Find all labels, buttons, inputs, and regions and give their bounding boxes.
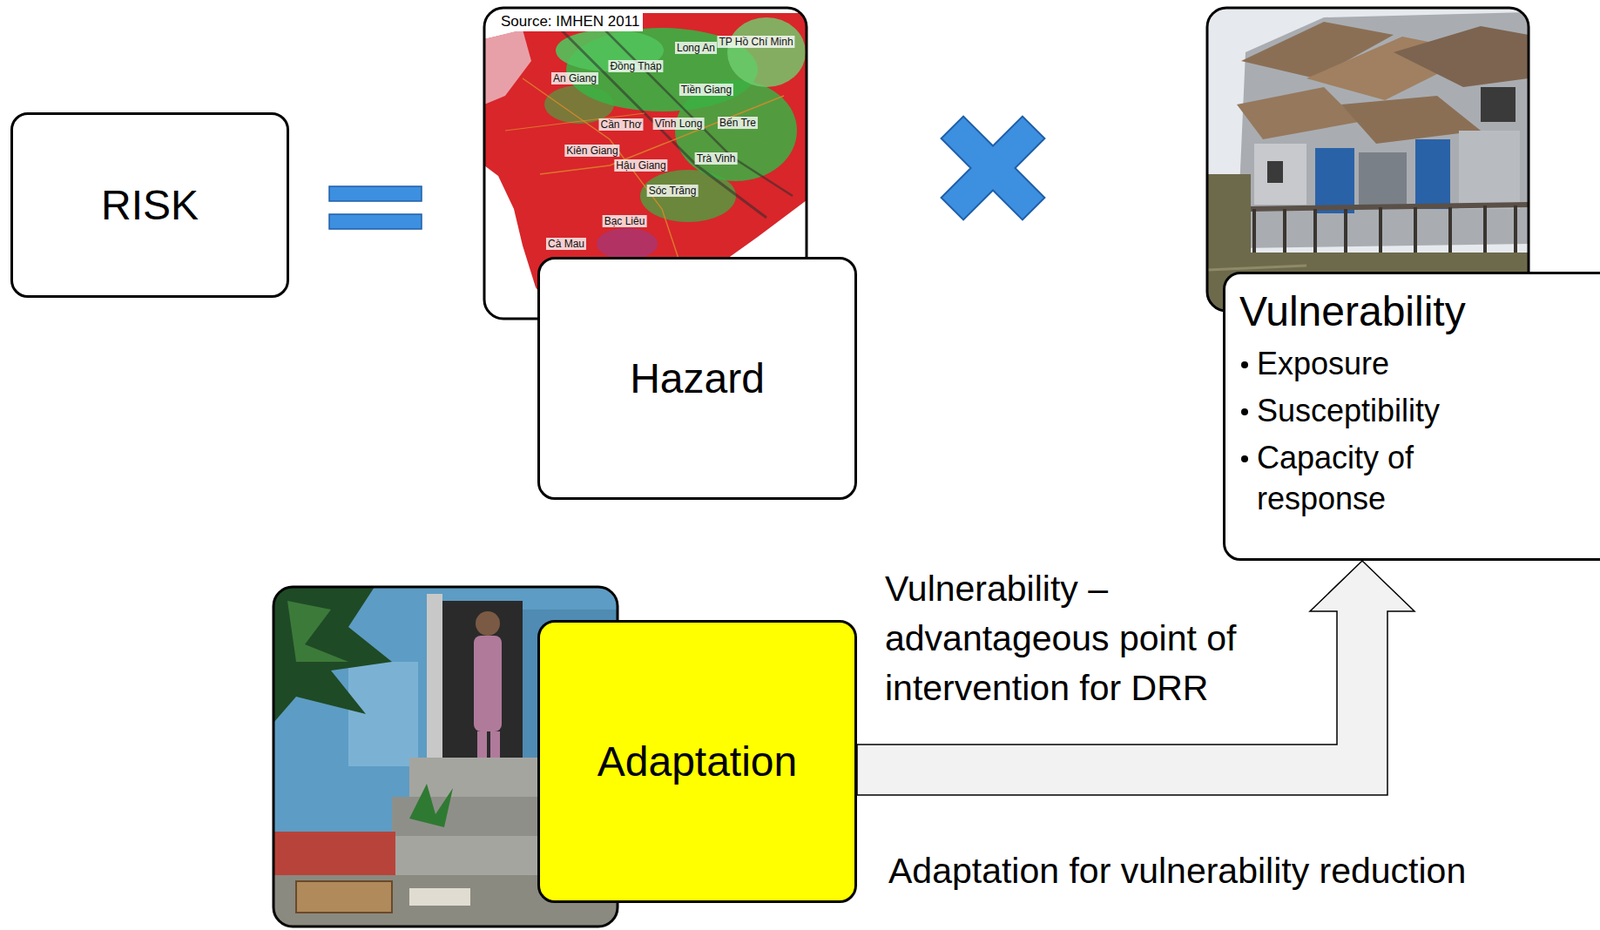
slum-photo-part-part — [1236, 87, 1359, 140]
box-label: Adaptation — [597, 736, 798, 788]
slum-photo-part-part — [1267, 161, 1283, 183]
slum-photo-part-part — [1236, 12, 1529, 249]
slum-photo-part-part — [1315, 148, 1355, 214]
map-place-name: An Giang — [551, 72, 599, 85]
slum-photo-part-part — [1207, 174, 1251, 262]
hazard-map-part-part — [555, 29, 664, 72]
slum-photo-part — [1207, 7, 1529, 311]
adaptation-photo-part-part — [442, 600, 523, 758]
hazard-map-part-part — [640, 169, 736, 223]
slum-photo-part-part — [1458, 130, 1520, 210]
annotation-text: Adaptation for vulnerability reduction — [888, 846, 1466, 897]
adaptation-photo-part-part — [473, 635, 502, 732]
map-place-name: Bạc Liêu — [602, 215, 648, 228]
slum-photo-part-part — [1306, 36, 1481, 101]
bullet-text: Capacity of response — [1256, 437, 1536, 520]
slum-photo-part-part — [1245, 204, 1529, 210]
slum-photo-part-part — [1254, 143, 1307, 205]
box-label: Hazard — [629, 353, 765, 405]
map-place-name: Bến Tre — [717, 116, 758, 129]
equals-sign-part — [329, 214, 422, 230]
adaptation-photo-part-part — [409, 783, 453, 828]
adaptation-photo-part-part — [287, 600, 349, 662]
hazard-box: Hazard — [537, 256, 858, 500]
map-place-name: Sóc Trăng — [647, 184, 699, 197]
adaptation-photo-part-part — [490, 731, 500, 758]
slum-photo-part-part — [1341, 95, 1481, 144]
box-text-group: Adaptation — [597, 736, 798, 788]
slum-photo — [1207, 7, 1529, 311]
map-place-name: Đồng Tháp — [607, 60, 663, 73]
slum-photo-part — [1207, 7, 1529, 311]
multiply-sign-part — [911, 87, 1075, 250]
slum-photo-part-part — [1358, 152, 1407, 205]
adaptation-photo-part-part — [273, 831, 396, 876]
slum-photo-part-part — [1415, 139, 1451, 210]
adaptation-photo-part-part — [296, 881, 392, 913]
hazard-map-part-part — [484, 29, 532, 105]
hazard-map-part-part — [505, 113, 645, 131]
map-place-name: Cà Mau — [546, 237, 587, 250]
map-place-name: Long An — [675, 41, 717, 55]
adaptation-photo-part-part — [477, 731, 487, 758]
map-place-name: Trà Vinh — [695, 152, 738, 165]
slum-photo-part-part-part — [1252, 209, 1256, 279]
adaptation-photo-part-part — [409, 888, 471, 906]
vulnerability-box: VulnerabilityExposureSusceptibilityCapac… — [1222, 271, 1600, 561]
adaptation-photo-part-part — [426, 594, 443, 760]
map-place-name: Hậu Giang — [614, 159, 668, 172]
hazard-map-part-part — [596, 228, 658, 260]
multiply-sign — [911, 87, 1075, 250]
bullet-text: Susceptibility — [1256, 390, 1440, 432]
block-arrow — [857, 560, 1415, 796]
annotation-text: Vulnerability – advantageous point of in… — [884, 564, 1299, 714]
map-place-name: Tiền Giang — [679, 83, 734, 96]
adaptation-box: Adaptation — [537, 620, 858, 904]
equals-sign-part — [329, 186, 422, 202]
map-place-name: TP Hồ Chí Minh — [716, 35, 795, 48]
hazard-map-part-part — [727, 17, 806, 88]
box-text-group: RISK — [101, 180, 199, 231]
bullet-dot — [1241, 361, 1249, 369]
bullet-text: Exposure — [1256, 343, 1390, 385]
slum-photo-part-part — [1393, 26, 1529, 88]
slum-photo-part-part — [1241, 21, 1394, 79]
bullet-row: Exposure — [1239, 343, 1600, 385]
map-place-name: Kiên Giang — [564, 144, 620, 157]
slum-photo-part-part — [1480, 87, 1516, 122]
slum-photo-part-part — [1207, 7, 1529, 311]
box-heading: Vulnerability — [1239, 286, 1600, 338]
map-place-name: Cần Thơ — [598, 118, 643, 131]
box-label: RISK — [101, 180, 199, 231]
bullet-dot — [1241, 455, 1249, 463]
adaptation-photo-part-part — [273, 587, 392, 723]
bullet-row: Susceptibility — [1239, 390, 1600, 432]
hazard-map-part-part — [522, 78, 680, 262]
map-place-name: Vĩnh Long — [653, 117, 705, 130]
box-text-group: Hazard — [629, 353, 765, 405]
adaptation-photo-part-part — [348, 661, 419, 767]
hazard-map-part-part — [675, 80, 797, 182]
hazard-map-part-part — [557, 26, 767, 218]
hazard-map-part-part — [540, 95, 784, 175]
map-source: Source: IMHEN 2011 — [497, 12, 643, 32]
bullet-row: Capacity of response — [1239, 437, 1600, 520]
bullet-dot — [1241, 408, 1249, 416]
adaptation-photo-part-part — [475, 611, 500, 636]
equals-sign — [329, 186, 422, 230]
risk-box: RISK — [10, 112, 290, 298]
